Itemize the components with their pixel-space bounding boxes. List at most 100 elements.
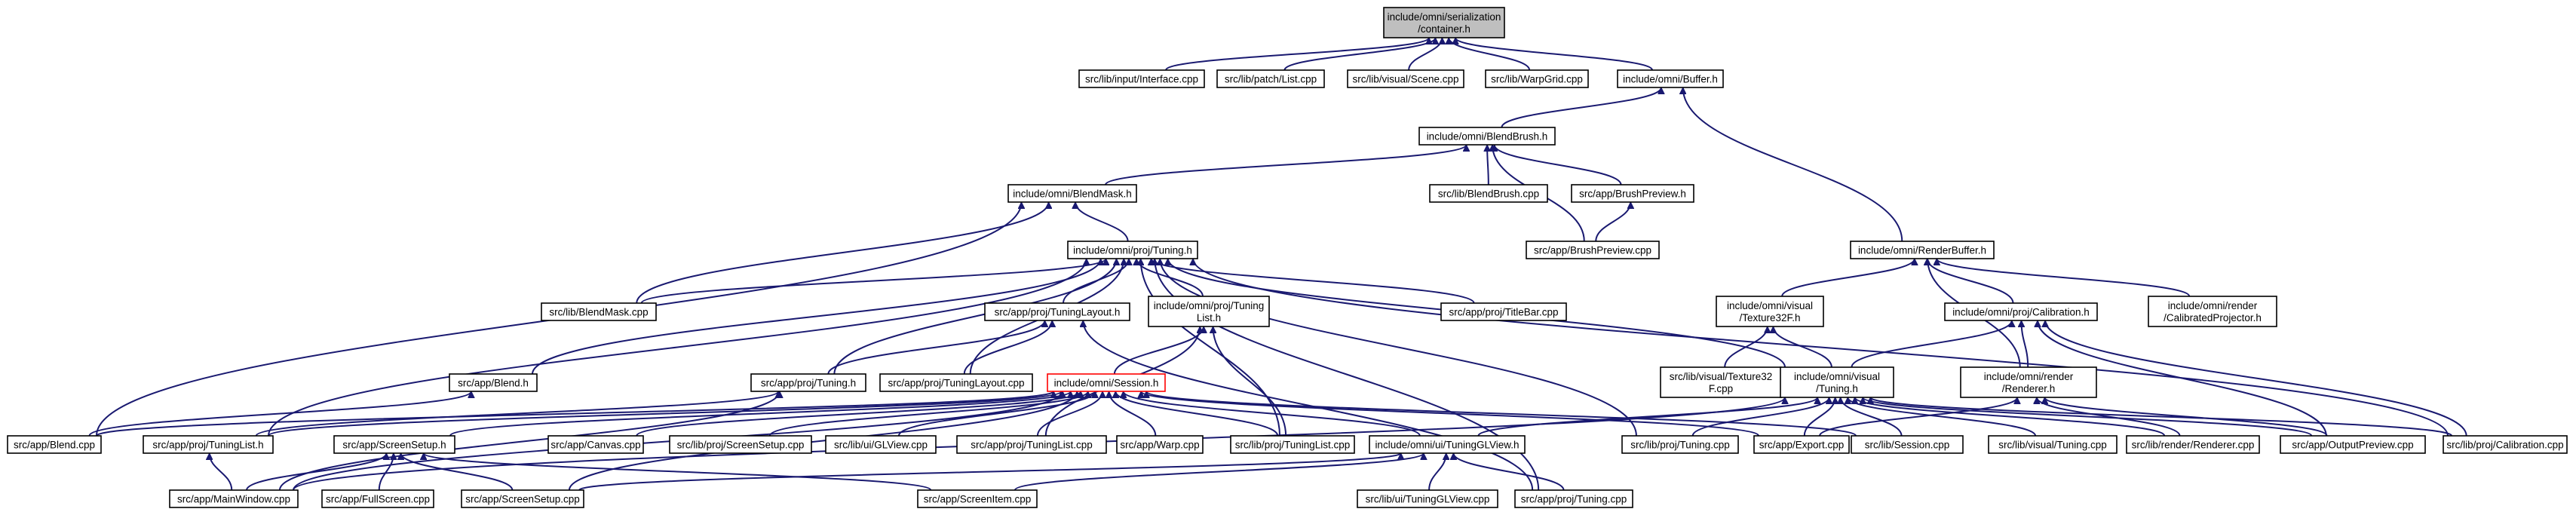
node-brushpreview-cpp[interactable]: src/app/BrushPreview.cpp	[1526, 241, 1660, 259]
node-label: include/omni/proj/Tuning	[1154, 300, 1265, 311]
node-label: src/app/ScreenItem.cpp	[924, 494, 1032, 505]
edge-lib_calibration_cpp-to-proj_tuning_h	[1193, 259, 2449, 437]
node-blendbrush-h[interactable]: include/omni/BlendBrush.h	[1418, 127, 1556, 146]
edge-lib_blendbrush_cpp-to-blendbrush_h	[1487, 145, 1489, 185]
node-label: include/omni/render	[2168, 300, 2258, 311]
edge-brushpreview_h-to-blendbrush_h	[1495, 144, 1622, 185]
node-label: src/app/ScreenSetup.cpp	[465, 494, 580, 505]
node-renderbuffer-h[interactable]: include/omni/RenderBuffer.h	[1850, 241, 1995, 259]
node-renderer-cpp[interactable]: src/lib/render/Renderer.cpp	[2126, 435, 2260, 454]
node-label: src/lib/BlendBrush.cpp	[1438, 189, 1539, 200]
edge-blendmask_h-to-blendbrush_h	[1105, 144, 1467, 185]
node-app-tuninglist-h[interactable]: src/app/proj/TuningList.h	[143, 435, 274, 454]
edge-blendbrush_h-to-buffer_h	[1501, 87, 1661, 128]
node-app-export-cpp[interactable]: src/app/Export.cpp	[1753, 435, 1850, 454]
node-lib-blendbrush-cpp[interactable]: src/lib/BlendBrush.cpp	[1429, 184, 1548, 203]
node-app-screensetup-cpp[interactable]: src/app/ScreenSetup.cpp	[461, 489, 584, 508]
node-proj-tuning-h[interactable]: include/omni/proj/Tuning.h	[1067, 241, 1198, 259]
node-box	[1621, 435, 1739, 454]
node-lib-blendmask-cpp[interactable]: src/lib/BlendMask.cpp	[541, 302, 657, 321]
node-box	[1418, 127, 1556, 146]
node-box	[169, 489, 299, 508]
node-lib-proj-tuning-cpp[interactable]: src/lib/proj/Tuning.cpp	[1621, 435, 1739, 454]
node-lib-texture32f-cpp[interactable]: src/lib/visual/Texture32F.cpp	[1660, 366, 1782, 398]
node-label: src/app/Blend.h	[458, 378, 529, 389]
node-visual-tuning-h[interactable]: include/omni/visual/Tuning.h	[1780, 366, 1894, 398]
node-label: src/app/proj/TuningList.h	[152, 440, 263, 451]
node-label: src/lib/Session.cpp	[1865, 440, 1950, 451]
node-box	[547, 435, 644, 454]
node-box	[1078, 69, 1205, 88]
node-label: src/app/MainWindow.cpp	[177, 494, 290, 505]
node-ui-tuningglview-h[interactable]: include/omni/ui/TuningGLView.h	[1369, 435, 1526, 454]
node-app-tuninglayout-h[interactable]: src/app/proj/TuningLayout.h	[984, 302, 1130, 321]
node-proj-calibration-h[interactable]: include/omni/proj/Calibration.h	[1944, 302, 2098, 321]
node-mainwindow-cpp[interactable]: src/app/MainWindow.cpp	[169, 489, 299, 508]
node-label: src/lib/input/Interface.cpp	[1085, 74, 1198, 85]
node-visual-texture32f-h[interactable]: include/omni/visual/Texture32F.h	[1716, 296, 1824, 327]
node-screenitem-cpp[interactable]: src/app/ScreenItem.cpp	[917, 489, 1038, 508]
node-app-tuninglayout-cpp[interactable]: src/app/proj/TuningLayout.cpp	[879, 373, 1033, 392]
node-label: src/lib/BlendMask.cpp	[549, 307, 648, 318]
node-lib-calibration-cpp[interactable]: src/lib/proj/Calibration.cpp	[2443, 435, 2568, 454]
node-box	[541, 302, 657, 321]
node-fullscreen-cpp[interactable]: src/app/FullScreen.cpp	[321, 489, 434, 508]
edge-proj_calibration_h-to-renderbuffer_h	[1927, 258, 2014, 304]
edge-brushpreview_cpp-to-brushpreview_h	[1595, 201, 1630, 242]
node-label: src/app/proj/Tuning.cpp	[1521, 494, 1627, 505]
node-app-blend-h[interactable]: src/app/Blend.h	[449, 373, 538, 392]
node-box	[1944, 302, 2098, 321]
node-glview-cpp[interactable]: src/lib/ui/GLView.cpp	[825, 435, 937, 454]
node-lib-visual-tuning-cpp[interactable]: src/lib/visual/Tuning.cpp	[1988, 435, 2118, 454]
node-container-h[interactable]: include/omni/serialization/container.h	[1383, 7, 1505, 38]
node-blendmask-h[interactable]: include/omni/BlendMask.h	[1007, 184, 1137, 203]
node-box	[1851, 435, 1964, 454]
node-app-screensetup-h[interactable]: src/app/ScreenSetup.h	[333, 435, 455, 454]
edge-titlebar_cpp-to-proj_tuning_h	[1152, 258, 1475, 304]
edge-app_screensetup_cpp-to-ui_tuningglview_h	[578, 452, 1401, 491]
node-app-proj-tuning-cpp[interactable]: src/app/proj/Tuning.cpp	[1514, 489, 1633, 508]
edge-tuningglview_cpp-to-ui_tuningglview_h	[1428, 452, 1446, 491]
node-tuningglview-cpp[interactable]: src/lib/ui/TuningGLView.cpp	[1357, 489, 1498, 508]
node-lib-tuninglist-cpp[interactable]: src/lib/proj/TuningList.cpp	[1230, 435, 1355, 454]
node-lib-session-cpp[interactable]: src/lib/Session.cpp	[1851, 435, 1964, 454]
node-label: src/lib/visual/Scene.cpp	[1352, 74, 1458, 85]
node-app-blend-cpp[interactable]: src/app/Blend.cpp	[7, 435, 102, 454]
node-titlebar-cpp[interactable]: src/app/proj/TitleBar.cpp	[1440, 302, 1567, 321]
node-buffer-h[interactable]: include/omni/Buffer.h	[1617, 69, 1724, 88]
node-interface-cpp[interactable]: src/lib/input/Interface.cpp	[1078, 69, 1205, 88]
node-lib-screensetup-cpp[interactable]: src/lib/proj/ScreenSetup.cpp	[669, 435, 812, 454]
node-label: include/omni/ui/TuningGLView.h	[1375, 440, 1519, 451]
node-box	[984, 302, 1130, 321]
node-box	[1850, 241, 1995, 259]
node-label: include/omni/serialization	[1388, 11, 1501, 23]
node-patch-list-cpp[interactable]: src/lib/patch/List.cpp	[1216, 69, 1325, 88]
node-warpgrid-cpp[interactable]: src/lib/WarpGrid.cpp	[1485, 69, 1589, 88]
node-app-tuninglist-cpp[interactable]: src/app/proj/TuningList.cpp	[956, 435, 1107, 454]
node-box	[825, 435, 937, 454]
edge-app_proj_tuning_cpp-to-app_tuninglayout_h	[1083, 320, 1534, 491]
node-label: src/app/proj/TuningList.cpp	[971, 440, 1093, 451]
node-box	[1230, 435, 1355, 454]
edge-proj_tuning_h-to-blendmask_h	[1075, 201, 1129, 242]
node-outputpreview-cpp[interactable]: src/app/OutputPreview.cpp	[2280, 435, 2426, 454]
node-box	[1514, 489, 1633, 508]
edge-lib_proj_tuning_cpp-to-visual_tuning_h	[1691, 397, 1829, 437]
node-session-h[interactable]: include/omni/Session.h	[1047, 373, 1166, 392]
node-box	[1440, 302, 1567, 321]
node-scene-cpp[interactable]: src/lib/visual/Scene.cpp	[1347, 69, 1464, 88]
node-brushpreview-h[interactable]: src/app/BrushPreview.h	[1571, 184, 1694, 203]
edge-lib_blendmask_cpp-to-blendmask_h	[636, 201, 1048, 304]
node-app-canvas-cpp[interactable]: src/app/Canvas.cpp	[547, 435, 644, 454]
node-render-renderer-h[interactable]: include/omni/render/Renderer.h	[1960, 366, 2097, 398]
edge-app_screensetup_h-to-session_h	[449, 391, 1071, 437]
node-proj-tuninglist-h[interactable]: include/omni/proj/TuningList.h	[1148, 296, 1270, 327]
node-calibratedprojector-h[interactable]: include/omni/render/CalibratedProjector.…	[2148, 296, 2277, 327]
node-label: include/omni/proj/Tuning.h	[1073, 245, 1192, 256]
edge-app_export_cpp-to-render_renderer_h	[1819, 397, 2017, 437]
node-app-warp-cpp[interactable]: src/app/Warp.cpp	[1116, 435, 1204, 454]
node-layer: include/omni/serialization/container.h sr…	[7, 7, 2568, 508]
node-app-proj-tuning-h[interactable]: src/app/proj/Tuning.h	[750, 373, 866, 392]
node-label: include/omni/render	[1984, 371, 2074, 382]
node-box	[1716, 296, 1824, 327]
